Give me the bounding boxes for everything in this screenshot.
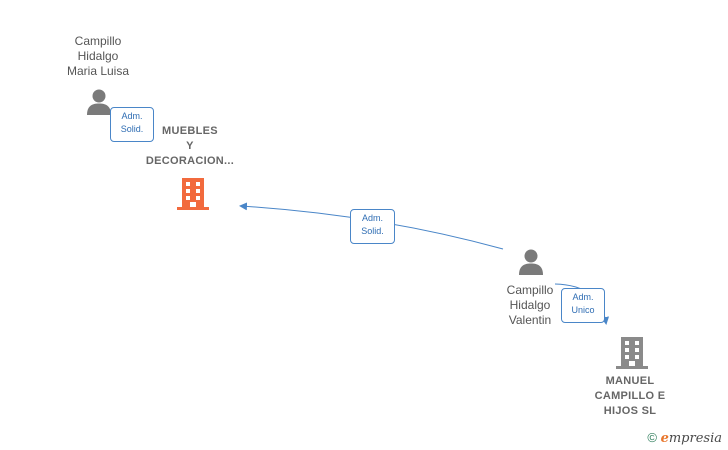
person-icon[interactable] (518, 248, 544, 276)
company-label-manuel[interactable]: MANUEL CAMPILLO E HIJOS SL (580, 374, 680, 419)
badge-line: Adm. (361, 213, 383, 223)
building-icon[interactable] (177, 176, 209, 210)
label-line: Y (186, 140, 194, 152)
label-line: Hidalgo (509, 298, 551, 312)
label-line: MANUEL (605, 375, 655, 387)
label-line: Campillo (74, 34, 122, 48)
label-line: Valentin (508, 313, 552, 327)
badge-line: Solid. (120, 124, 144, 134)
brand-logo: empresia (660, 431, 722, 446)
label-line: Maria Luisa (66, 64, 130, 78)
copyright-icon: © (647, 430, 657, 445)
relation-badge-maria[interactable]: Adm. Solid. (110, 107, 154, 142)
relation-badge-valentin-muebles[interactable]: Adm. Solid. (350, 209, 395, 244)
company-label-muebles[interactable]: MUEBLES Y DECORACION... (130, 124, 250, 169)
empresia-watermark: © empresia (647, 430, 722, 446)
person-icon[interactable] (86, 88, 112, 116)
label-line: DECORACION... (145, 155, 235, 167)
relation-badge-valentin-manuel[interactable]: Adm. Unico (561, 288, 605, 323)
badge-line: Unico (571, 305, 595, 315)
building-icon[interactable] (616, 335, 648, 369)
label-line: MUEBLES (162, 125, 218, 137)
label-line: Campillo (506, 283, 554, 297)
person-label-valentin[interactable]: Campillo Hidalgo Valentin (480, 283, 580, 328)
badge-line: Solid. (361, 226, 384, 236)
person-label-maria[interactable]: Campillo Hidalgo Maria Luisa (48, 34, 148, 79)
label-line: Hidalgo (77, 49, 119, 63)
label-line: HIJOS SL (603, 405, 657, 417)
badge-line: Adm. (572, 292, 594, 302)
label-line: CAMPILLO E (594, 390, 666, 402)
badge-line: Adm. (121, 111, 143, 121)
